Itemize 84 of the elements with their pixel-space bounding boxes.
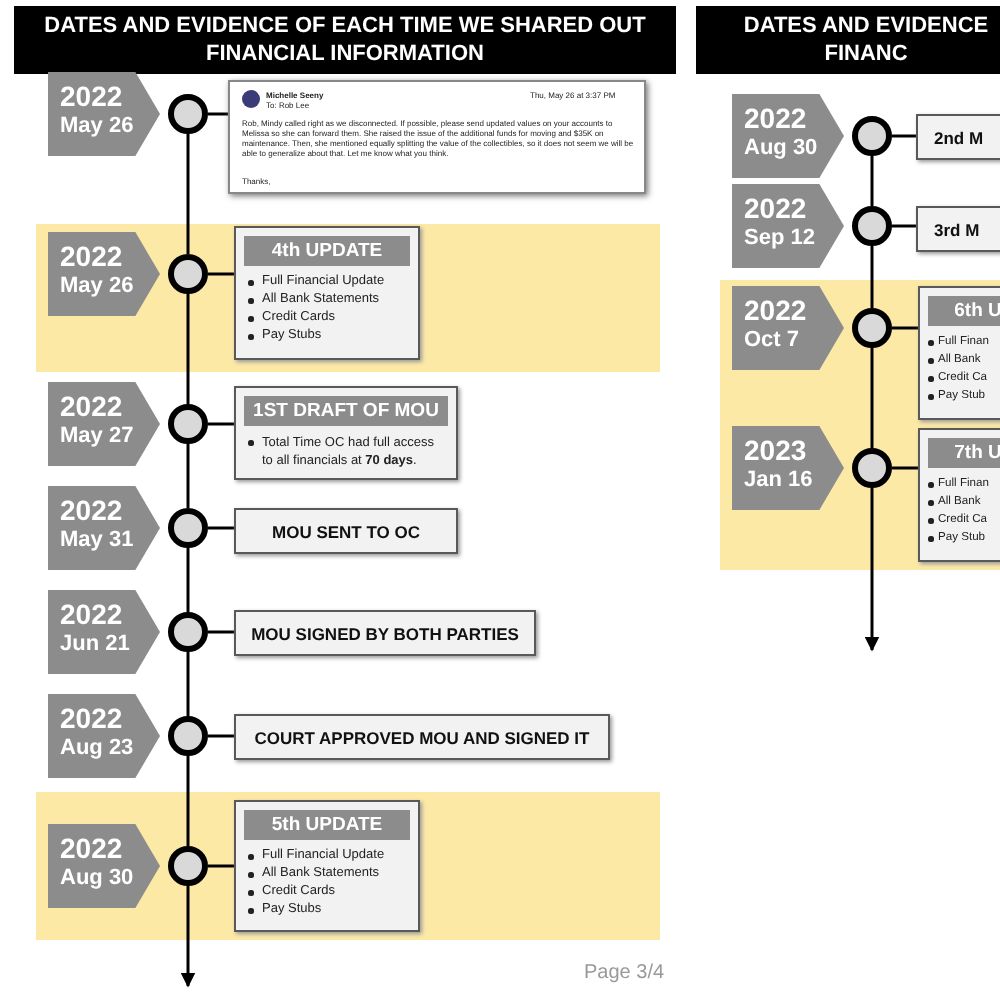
timeline-circle bbox=[168, 94, 208, 134]
timeline-circle bbox=[168, 612, 208, 652]
date-tag bbox=[732, 286, 844, 370]
date-tag bbox=[48, 694, 160, 778]
event-card bbox=[234, 386, 458, 480]
connector-line bbox=[186, 756, 190, 846]
connector-line bbox=[186, 294, 190, 404]
date-text: Jan 16 bbox=[744, 468, 813, 492]
event-box bbox=[234, 508, 458, 554]
connector-line bbox=[186, 444, 190, 508]
connector-line bbox=[870, 246, 874, 308]
date-tag bbox=[732, 184, 844, 268]
connector-line bbox=[892, 326, 918, 330]
timeline-circle bbox=[852, 116, 892, 156]
year-text: 2022 bbox=[60, 704, 123, 734]
year-text: 2022 bbox=[60, 600, 123, 630]
event-text: MOU SENT TO OC bbox=[272, 521, 420, 541]
card-heading: 1ST DRAFT OF MOU bbox=[244, 396, 448, 426]
timeline-circle bbox=[168, 508, 208, 548]
date-text: Aug 30 bbox=[744, 136, 818, 160]
connector-line bbox=[208, 526, 234, 530]
connector-line bbox=[208, 272, 234, 276]
connector-line bbox=[208, 112, 228, 116]
date-tag bbox=[732, 426, 844, 510]
connector-line bbox=[892, 224, 916, 228]
date-tag bbox=[732, 94, 844, 178]
date-text: Aug 30 bbox=[60, 866, 134, 890]
year-text: 2023 bbox=[744, 436, 807, 466]
connector-line bbox=[870, 348, 874, 448]
date-text: Sep 12 bbox=[744, 226, 815, 250]
timeline-arrow bbox=[180, 886, 196, 988]
connector-line bbox=[208, 422, 234, 426]
date-text: May 26 bbox=[60, 114, 134, 138]
timeline-circle bbox=[852, 206, 892, 246]
date-text: May 27 bbox=[60, 424, 134, 448]
connector-line bbox=[186, 134, 190, 254]
connector-line bbox=[186, 652, 190, 716]
card-heading: 7th U bbox=[928, 438, 1000, 468]
card-heading: 5th UPDATE bbox=[244, 810, 410, 840]
event-text: COURT APPROVED MOU AND SIGNED IT bbox=[254, 727, 590, 747]
event-box bbox=[916, 114, 1000, 160]
connector-line bbox=[892, 134, 916, 138]
event-text: MOU SIGNED BY BOTH PARTIES bbox=[251, 623, 519, 643]
timeline-circle bbox=[168, 404, 208, 444]
year-text: 2022 bbox=[744, 194, 807, 224]
connector-line bbox=[870, 156, 874, 206]
connector-line bbox=[892, 466, 918, 470]
year-text: 2022 bbox=[744, 104, 807, 134]
date-text: Aug 23 bbox=[60, 736, 134, 760]
year-text: 2022 bbox=[60, 242, 123, 272]
connector-line bbox=[186, 548, 190, 612]
event-box bbox=[234, 610, 536, 656]
date-tag bbox=[48, 824, 160, 908]
event-text: 2nd M bbox=[934, 127, 984, 147]
date-tag bbox=[48, 382, 160, 466]
date-tag bbox=[48, 232, 160, 316]
event-card bbox=[234, 800, 420, 932]
email-screenshot bbox=[228, 80, 646, 194]
card-heading: 4th UPDATE bbox=[244, 236, 410, 266]
year-text: 2022 bbox=[60, 834, 123, 864]
connector-line bbox=[208, 734, 234, 738]
date-tag bbox=[48, 72, 160, 156]
year-text: 2022 bbox=[60, 82, 123, 112]
event-text: 3rd M bbox=[934, 219, 980, 239]
year-text: 2022 bbox=[60, 496, 123, 526]
date-text: May 31 bbox=[60, 528, 134, 552]
card-heading: 6th U bbox=[928, 296, 1000, 326]
date-text: May 26 bbox=[60, 274, 134, 298]
year-text: 2022 bbox=[60, 392, 123, 422]
date-tag bbox=[48, 590, 160, 674]
connector-line bbox=[208, 630, 234, 634]
event-box bbox=[234, 714, 610, 760]
year-text: 2022 bbox=[744, 296, 807, 326]
date-tag bbox=[48, 486, 160, 570]
title-banner: DATES AND EVIDENCE FINANC bbox=[696, 6, 1000, 74]
event-card bbox=[234, 226, 420, 360]
title-banner: DATES AND EVIDENCE OF EACH TIME WE SHARED OUT FINANCIAL INFORMATION bbox=[14, 6, 676, 74]
timeline-arrow bbox=[864, 488, 880, 652]
date-text: Jun 21 bbox=[60, 632, 130, 656]
page-number: Page 3/4 bbox=[584, 962, 665, 984]
timeline-circle bbox=[168, 716, 208, 756]
connector-line bbox=[208, 864, 234, 868]
event-box bbox=[916, 206, 1000, 252]
date-text: Oct 7 bbox=[744, 328, 800, 352]
